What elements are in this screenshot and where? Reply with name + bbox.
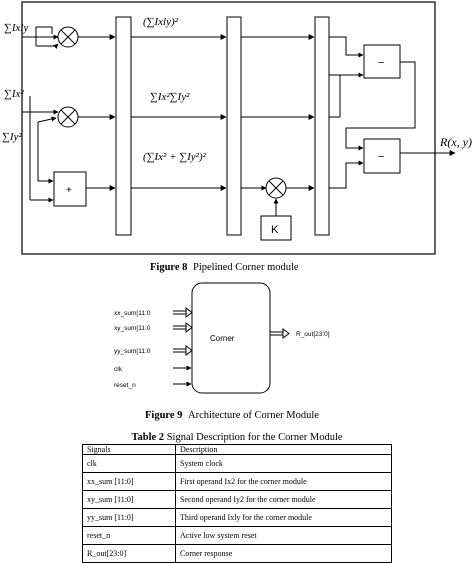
diagrams-canvas: ∑Ixly ∑Ix² ∑Iy² +: [2, 1, 472, 421]
pipeline-register-1: [115, 16, 132, 236]
stage-label-sum-ixiy-squared: (∑Ixly)²: [143, 16, 179, 28]
constant-k-block: [260, 215, 292, 241]
figure-9-caption-bold: Figure 9: [145, 410, 182, 421]
table-2-title-bold: Table 2: [131, 432, 165, 443]
module-boundary: [21, 1, 436, 255]
pipeline-register-3: [314, 16, 330, 236]
subtractor-1-symbol: −: [378, 57, 384, 69]
header-signals: Signals: [82, 444, 176, 455]
figure-8-caption-text: Pipelined Corner module: [193, 262, 299, 273]
constant-k-label: K: [271, 224, 279, 236]
input-label-sum-iy2: ∑Iy²: [2, 131, 22, 143]
table-row: reset_n Active low system reset: [82, 526, 392, 545]
description-cell: System clock: [175, 454, 392, 473]
subtractor-2-symbol: −: [378, 151, 384, 163]
output-port-r-out: [270, 328, 290, 339]
adder-symbol: +: [66, 185, 72, 196]
signal-cell: reset_n: [82, 526, 176, 545]
figure-9-caption-text: Architecture of Corner Module: [188, 410, 319, 421]
header-description: Description: [175, 444, 392, 455]
stage-label-trace-squared: (∑Ix² + ∑Iy²)²: [143, 151, 207, 163]
description-cell: Second operand Iy2 for the corner module: [175, 490, 392, 509]
signal-cell: xx_sum [11:0]: [82, 472, 176, 491]
description-cell: Active low system reset: [175, 526, 392, 545]
table-row: R_out[23:0] Corner response: [82, 544, 392, 563]
input-port-xx-sum: [173, 307, 193, 318]
input-label-clk: clk: [114, 366, 123, 373]
input-port-xy-sum: [173, 322, 193, 333]
table-row: yy_sum [11:0] Third operand Ixly for the…: [82, 508, 392, 527]
pipelined-corner-diagram: ∑Ixly ∑Ix² ∑Iy² +: [2, 1, 472, 255]
pipeline-register-2: [226, 16, 242, 236]
table-header-row: Signals Description: [82, 444, 392, 455]
input-label-xx-sum: xx_sum[11:0: [114, 310, 151, 317]
input-port-yy-sum: [173, 345, 193, 356]
output-label: R(x, y): [439, 135, 472, 149]
table-2-title-text: Signal Description for the Corner Module: [164, 432, 343, 443]
multiplier-3: [265, 177, 287, 199]
signal-cell: R_out[23:0]: [82, 544, 176, 563]
input-label-sum-ixiy: ∑Ixly: [4, 22, 28, 34]
description-cell: First operand Ix2 for the corner module: [175, 472, 392, 491]
description-cell: Corner response: [175, 544, 392, 563]
output-label-r-out: R_out[23:0]: [296, 331, 330, 338]
corner-module-label: Corner: [210, 334, 235, 343]
adder-block: [53, 171, 87, 207]
table-row: clk System clock: [82, 454, 392, 473]
input-label-yy-sum: yy_sum[11:0: [114, 348, 151, 355]
multiplier-2: [57, 106, 79, 128]
table-2-title: Table 2 Signal Description for the Corne…: [0, 432, 474, 443]
input-label-reset-n: reset_n: [114, 382, 136, 389]
subtractor-2: [363, 138, 401, 174]
corner-architecture-diagram: Corner xx_sum[11:0 xy_sum[11:0 yy_sum[11…: [114, 282, 330, 394]
stage-label-ix2-iy2-product: ∑Ix²∑Iy²: [150, 91, 190, 103]
corner-module-block: [191, 282, 271, 394]
table-row: xx_sum [11:0] First operand Ix2 for the …: [82, 472, 392, 491]
signal-cell: xy_sum [11:0]: [82, 490, 176, 509]
input-label-xy-sum: xy_sum[11:0: [114, 325, 151, 332]
signal-cell: clk: [82, 454, 176, 473]
input-label-sum-ix2: ∑Ix²: [4, 88, 24, 100]
multiplier-1: [57, 26, 79, 48]
figure-8-caption-bold: Figure 8: [150, 262, 187, 273]
signal-cell: yy_sum [11:0]: [82, 508, 176, 527]
signal-description-table: Signals Description clk System clock xx_…: [82, 444, 392, 563]
description-cell: Third operand Ixly for the corner module: [175, 508, 392, 527]
table-row: xy_sum [11:0] Second operand Iy2 for the…: [82, 490, 392, 509]
